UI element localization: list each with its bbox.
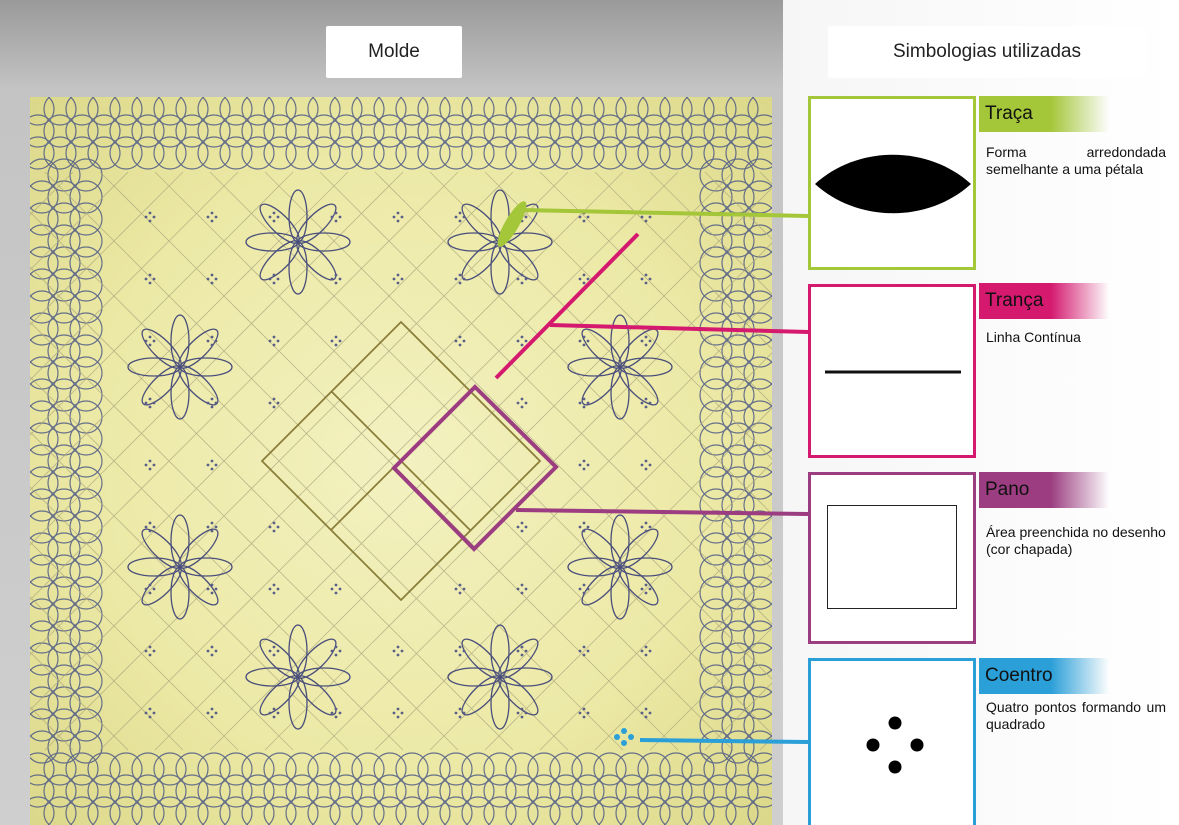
- tranca-description: Linha Contínua: [986, 329, 1166, 346]
- pano-symbol-card: [808, 472, 976, 644]
- traca-title: Traça: [979, 96, 1109, 132]
- petal-symbol: [813, 149, 973, 219]
- lace-pattern-image: [30, 97, 772, 825]
- pano-title: Pano: [979, 472, 1109, 508]
- traca-symbol-card: [808, 96, 976, 270]
- coentro-symbol-card: [808, 658, 976, 825]
- molde-header: Molde: [326, 26, 462, 78]
- coentro-description: Quatro pontos formando um quadrado: [986, 699, 1166, 733]
- simbologias-header: Simbologias utilizadas: [828, 26, 1146, 78]
- line-symbol: [825, 367, 961, 377]
- pano-description: Área preenchida no desenho (cor chapada): [986, 524, 1166, 558]
- tranca-title: Trança: [979, 283, 1109, 319]
- square-outline-symbol: [827, 505, 957, 609]
- four-dots-symbol: [863, 713, 927, 777]
- coentro-title: Coentro: [979, 658, 1109, 694]
- tranca-symbol-card: [808, 284, 976, 458]
- traca-description: Forma arredondada semelhante a uma pétal…: [986, 144, 1166, 178]
